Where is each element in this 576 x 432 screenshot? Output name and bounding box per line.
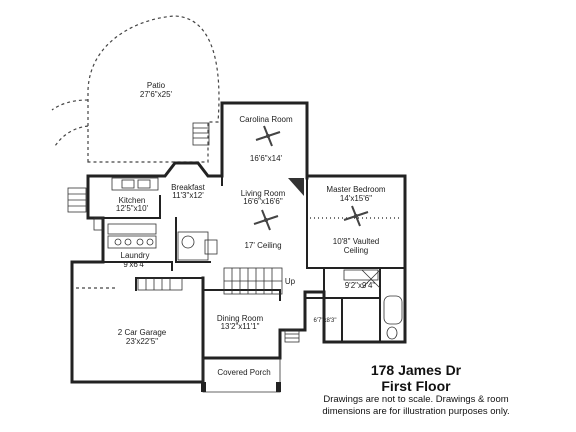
patio-area	[51, 15, 220, 163]
kitchen-name: Kitchen	[119, 196, 146, 205]
fireplace	[288, 178, 304, 196]
garage-name: 2 Car Garage	[118, 328, 167, 337]
master-ceiling-note-2: Ceiling	[344, 246, 368, 255]
living-room-dims: 16'6"x16'6"	[243, 197, 283, 206]
stairs-label: Up	[285, 277, 296, 286]
kitchen-dims: 12'5"x10'	[116, 204, 149, 213]
living-room-name: Living Room	[241, 189, 286, 198]
master-ceiling-note-1: 10'8" Vaulted	[333, 237, 379, 246]
toilet-icon	[386, 326, 398, 340]
bath-dims: 9'2"x9'4"	[345, 281, 376, 290]
ceiling-fan-icon	[343, 205, 369, 227]
dining-room-name: Dining Room	[217, 314, 264, 323]
ceiling-fan-icon	[253, 209, 279, 231]
disclaimer-line-2: dimensions are for illustration purposes…	[322, 406, 510, 417]
breakfast-dims: 11'3"x12'	[172, 191, 204, 200]
living-room-ceiling: 17' Ceiling	[244, 241, 281, 250]
master-bedroom-dims: 14'x15'6"	[340, 194, 372, 203]
kitchen-counters	[93, 177, 159, 249]
patio-dims: 27'6"x25'	[140, 90, 173, 99]
laundry-name: Laundry	[121, 251, 150, 260]
laundry-fixtures	[177, 231, 218, 261]
front-steps	[284, 329, 300, 343]
bath-fixtures	[343, 269, 403, 340]
carolina-room-name: Carolina Room	[239, 115, 293, 124]
breakfast-name: Breakfast	[171, 183, 206, 192]
porch-name: Covered Porch	[217, 368, 270, 377]
floor-name: First Floor	[381, 378, 451, 394]
range-icon	[137, 179, 151, 189]
carolina-room-dims: 16'6"x14'	[250, 154, 283, 163]
dining-room-dims: 13'2"x11'1"	[221, 322, 260, 331]
disclaimer-line-1: Drawings are not to scale. Drawings & ro…	[323, 394, 509, 405]
stair-icon	[137, 267, 283, 295]
garage-dims: 23'x22'5"	[126, 337, 158, 346]
patio-name: Patio	[147, 81, 166, 90]
interior-walls	[102, 175, 406, 343]
covered-porch	[201, 358, 281, 393]
laundry-dims: 9'x6'4"	[123, 260, 146, 269]
ceiling-fan-icon	[255, 125, 281, 147]
closet-dims: 6'7"x8'3"	[314, 318, 337, 324]
bathtub-icon	[383, 295, 403, 325]
patio-steps	[192, 122, 210, 146]
address: 178 James Dr	[370, 362, 462, 378]
side-steps	[67, 187, 87, 213]
sink-icon	[121, 179, 135, 189]
master-bedroom-name: Master Bedroom	[326, 185, 385, 194]
caption-block: 178 James Dr First Floor Drawings are no…	[286, 362, 546, 418]
